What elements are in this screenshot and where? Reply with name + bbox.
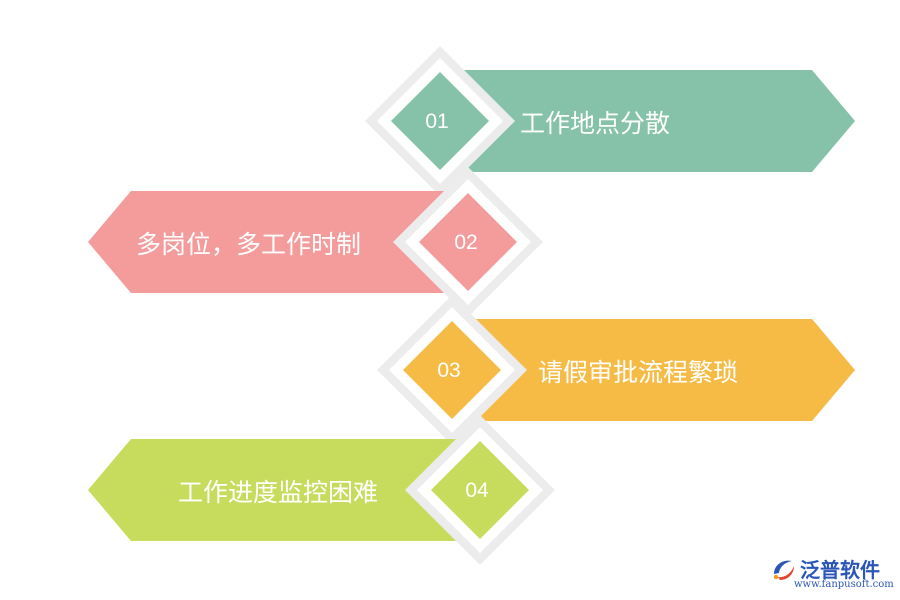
step-04-number: 04 <box>465 479 489 502</box>
step-03-number: 03 <box>437 359 460 382</box>
step-04: 04 工作进度监控困难 <box>88 415 555 565</box>
logo-name: 泛普软件 <box>800 558 880 582</box>
step-03-label: 请假审批流程繁琐 <box>538 358 738 387</box>
brand-logo: 泛普软件 www.fanpusoft.com <box>770 554 894 594</box>
step-01-banner <box>440 70 855 172</box>
step-04-diamond <box>431 441 529 539</box>
step-01-number: 01 <box>425 110 448 133</box>
step-04-label: 工作进度监控困难 <box>178 478 378 507</box>
step-04-banner <box>88 439 480 541</box>
logo-url: www.fanpusoft.com <box>794 579 894 590</box>
step-03: 03 请假审批流程繁琐 <box>377 295 855 445</box>
step-01: 01 工作地点分散 <box>365 46 855 196</box>
step-03-banner <box>452 319 855 421</box>
step-02-banner <box>88 191 468 293</box>
step-02: 02 多岗位，多工作时制 <box>88 167 543 317</box>
step-01-diamond <box>391 72 489 170</box>
step-03-diamond <box>403 321 501 419</box>
fanpu-logo-icon <box>773 560 794 580</box>
step-02-diamond <box>419 193 517 291</box>
step-02-number: 02 <box>454 231 477 254</box>
step-02-label: 多岗位，多工作时制 <box>136 230 361 259</box>
step-01-label: 工作地点分散 <box>520 109 670 138</box>
